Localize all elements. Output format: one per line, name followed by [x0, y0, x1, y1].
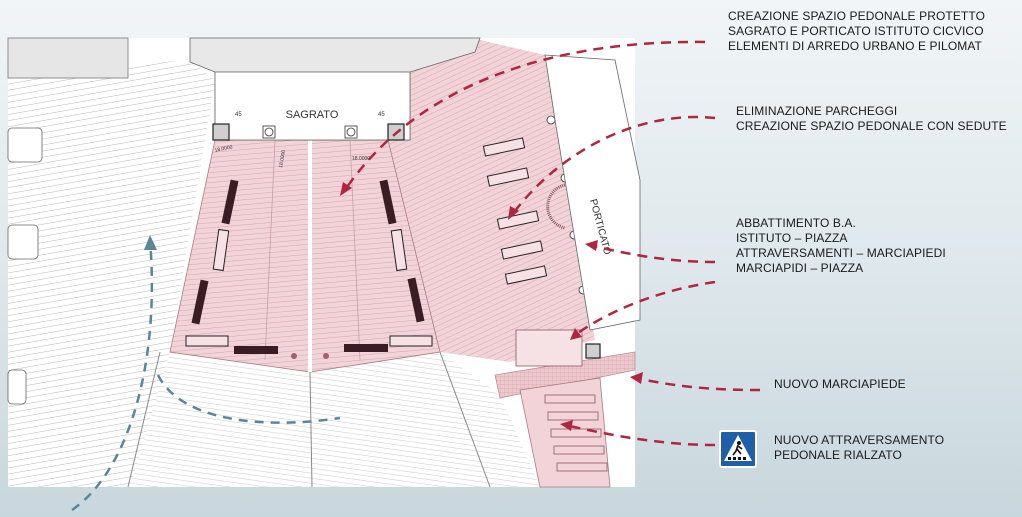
annotation-pedestrian-protected: CREAZIONE SPAZIO PEDONALE PROTETTO SAGRA… — [728, 9, 985, 54]
pedestrian-area-right — [388, 40, 595, 362]
annotation-parking-removal: ELIMINAZIONE PARCHEGGI CREAZIONE SPAZIO … — [736, 104, 1007, 134]
raised-crossing — [519, 377, 611, 488]
annotation-line: NUOVO MARCIAPIEDE — [774, 377, 906, 391]
benches — [185, 137, 548, 347]
annotation-line: CREAZIONE SPAZIO PEDONALE PROTETTO — [728, 9, 985, 23]
blue-path-curve — [156, 374, 341, 424]
pillars — [212, 123, 601, 359]
ramp — [515, 329, 583, 367]
annotation-new-sidewalk: NUOVO MARCIAPIEDE — [774, 377, 906, 392]
parked-cars — [7, 127, 43, 405]
arrow-2 — [510, 115, 716, 216]
annotation-arrows — [343, 40, 761, 447]
annotation-line: MARCIAPIDI – PIAZZA — [736, 261, 864, 275]
annotation-line: ELIMINAZIONE PARCHEGGI — [736, 104, 898, 118]
arrow-4 — [634, 376, 761, 392]
annotation-line: ISTITUTO – PIAZZA — [736, 231, 848, 245]
dim-slope-left: 18.0000 — [214, 144, 233, 154]
annotation-barrier-removal: ABBATTIMENTO B.A. ISTITUTO – PIAZZA ATTR… — [736, 216, 946, 276]
annotation-line: ABBATTIMENTO B.A. — [736, 216, 856, 230]
planters — [191, 179, 425, 354]
sagrato-area — [214, 71, 411, 141]
new-sidewalk — [494, 351, 636, 399]
road-left — [8, 60, 215, 487]
arrow-3b — [574, 280, 716, 337]
pedestrian-crossing-sign-icon — [719, 430, 757, 468]
blue-path-arrow — [71, 239, 154, 512]
dim-45-right: 45 — [378, 112, 385, 118]
dim-45-left: 45 — [235, 112, 242, 118]
building-topleft — [7, 37, 129, 79]
annotation-line: NUOVO ATTRAVERSAMENTO — [774, 433, 945, 447]
annotation-raised-crossing: NUOVO ATTRAVERSAMENTO PEDONALE RIALZATO — [774, 433, 944, 463]
dim-slope-mid: 18.0000 — [278, 149, 287, 168]
annotation-line: ELEMENTI DI ARREDO URBANO E PILOMAT — [728, 39, 982, 53]
arrow-1 — [343, 40, 706, 191]
annotation-line: CREAZIONE SPAZIO PEDONALE CON SEDUTE — [736, 119, 1007, 133]
sagrato-label: SAGRATO — [286, 109, 339, 121]
annotation-line: PEDONALE RIALZATO — [774, 448, 902, 462]
porticato-building — [544, 54, 641, 331]
dim-slope-right: 18.0000 — [352, 156, 370, 162]
arrow-5 — [564, 423, 716, 447]
annotation-line: ATTRAVERSAMENTI – MARCIAPIEDI — [736, 246, 946, 260]
annotation-line: SAGRATO E PORTICATO ISTITUTO CICVICO — [728, 24, 984, 38]
